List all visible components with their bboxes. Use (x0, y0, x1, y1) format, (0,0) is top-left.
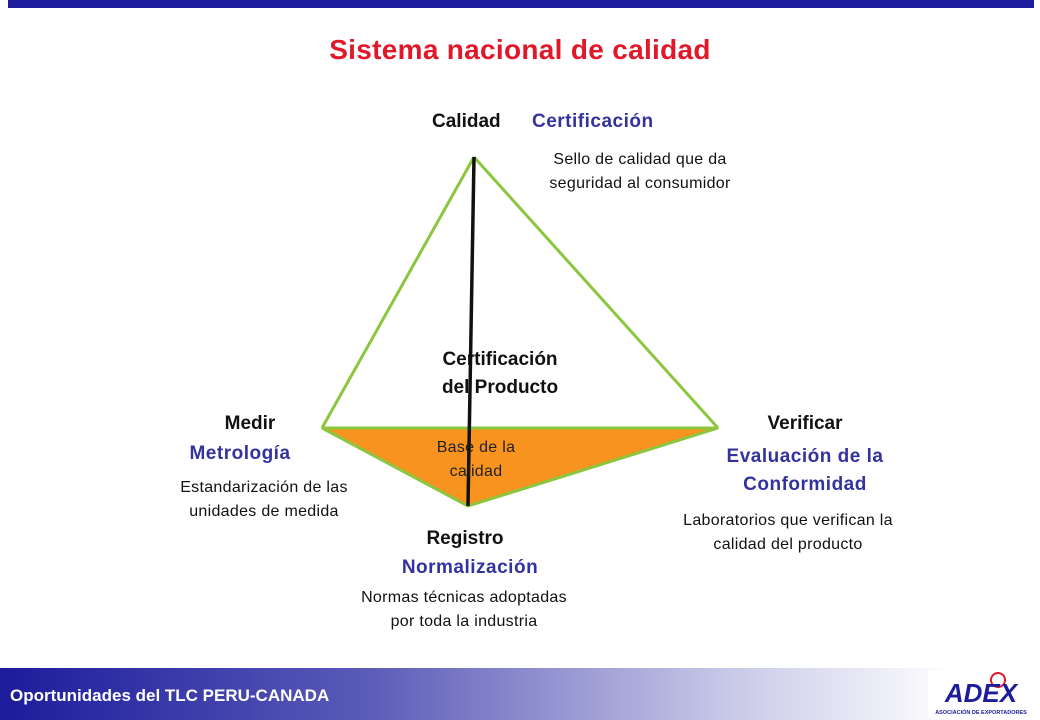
base-line-2: calidad (449, 463, 503, 480)
logo-globe-icon (990, 672, 1006, 688)
center-line-1: Certificación (442, 349, 558, 370)
center-label: Certificación del Producto (400, 346, 600, 402)
top-name: Certificación (532, 111, 654, 132)
top-description: Sello de calidad que da seguridad al con… (520, 148, 760, 196)
right-name-line-2: Conformidad (743, 474, 867, 495)
base-label: Base de la calidad (396, 436, 556, 484)
adex-logo: ADEX ASOCIACIÓN DE EXPORTADORES (928, 670, 1034, 718)
bottom-description: Normas técnicas adoptadas por toda la in… (316, 586, 612, 634)
top-desc-line-1: Sello de calidad que da (553, 151, 727, 168)
bottom-desc-line-2: por toda la industria (390, 613, 538, 630)
top-label: Calidad (432, 111, 501, 132)
bottom-label: Registro (426, 528, 504, 549)
bottom-desc-line-1: Normas técnicas adoptadas (361, 589, 567, 606)
left-name: Metrología (189, 443, 291, 464)
edge-right (472, 155, 720, 430)
edge-center (466, 156, 476, 507)
top-bar (8, 0, 1034, 8)
edge-left (320, 156, 476, 429)
right-name-line-1: Evaluación de la (726, 446, 884, 467)
right-desc-line-2: calidad del producto (713, 536, 863, 553)
left-desc-line-1: Estandarización de las (180, 479, 348, 496)
logo-subtext: ASOCIACIÓN DE EXPORTADORES (935, 708, 1027, 716)
left-desc-line-2: unidades de medida (189, 503, 339, 520)
right-description: Laboratorios que verifican la calidad de… (638, 509, 938, 557)
right-label: Verificar (767, 413, 843, 434)
footer-text: Oportunidades del TLC PERU-CANADA (10, 686, 330, 705)
left-description: Estandarización de las unidades de medid… (144, 476, 384, 524)
top-desc-line-2: seguridad al consumidor (549, 175, 731, 192)
base-line-1: Base de la (436, 439, 516, 456)
right-desc-line-1: Laboratorios que verifican la (683, 512, 893, 529)
page-title: Sistema nacional de calidad (329, 34, 711, 65)
logo-text: ADEX (944, 678, 1019, 708)
footer-bar: Oportunidades del TLC PERU-CANADA (0, 668, 1040, 720)
center-line-2: del Producto (441, 377, 559, 398)
right-name: Evaluación de la Conformidad (690, 443, 920, 499)
left-label: Medir (224, 413, 276, 434)
base-face (321, 426, 719, 508)
bottom-name: Normalización (401, 557, 539, 578)
